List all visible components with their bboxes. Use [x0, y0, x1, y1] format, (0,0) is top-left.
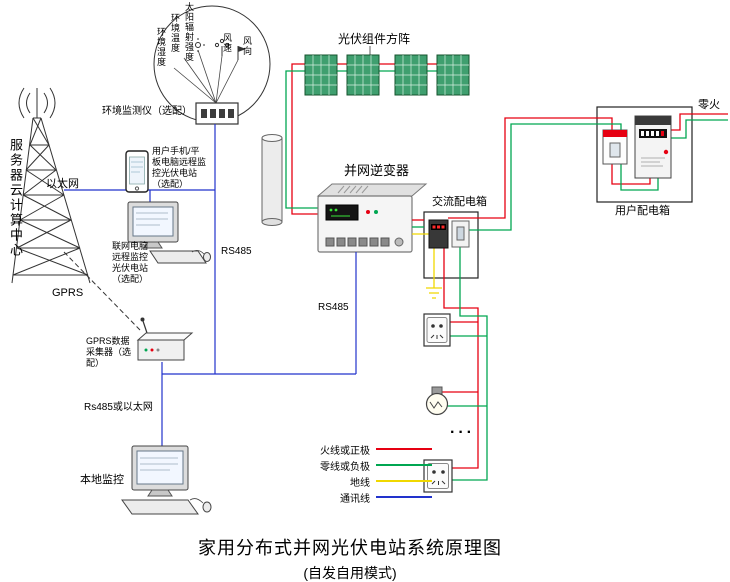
neutral-live-label: 零火 [698, 99, 720, 111]
ac-box-breaker [451, 220, 470, 248]
pv-panel [304, 54, 338, 96]
diagram-title: 家用分布式并网光伏电站系统原理图 (自发自用模式) [140, 534, 560, 582]
inverter-knob [394, 237, 404, 247]
legend-label: 零线或负极 [320, 461, 370, 473]
phone [125, 150, 149, 193]
rs485-or-ethernet-label: Rs485或以太网 [84, 402, 153, 413]
ac-box-meter [428, 219, 449, 249]
legend: 火线或正极 零线或负极 地线 通讯线 [298, 441, 432, 505]
ac-box-label: 交流配电箱 [432, 196, 487, 208]
ethernet-label: 以太网 [46, 178, 79, 190]
gprs-collector-note: GPRS数据采集器（选配） [86, 336, 132, 368]
pv-panel [346, 54, 380, 96]
legend-label: 火线或正极 [320, 445, 370, 457]
sensor-label-wind-direction: 风向 [242, 36, 252, 56]
user-box-label: 用户配电箱 [615, 205, 670, 217]
user-box-breaker [602, 129, 628, 165]
dc-arrester-cylinder [261, 134, 283, 226]
sensor-label-wind-speed: 风速 [222, 33, 232, 53]
wind-vane-icon [237, 46, 246, 60]
light-bulb [425, 386, 449, 416]
legend-item-neutral: 零线或负极 [298, 457, 432, 473]
more-loads-dots: ··· [450, 424, 475, 441]
legend-item-comm: 通讯线 [298, 489, 432, 505]
sun-icon [191, 38, 205, 52]
legend-line-live [376, 448, 432, 450]
sensor-label-humidity: 环境湿度 [156, 27, 166, 67]
sensor-label-temperature: 环境温度 [170, 13, 180, 53]
title-sub: (自发自用模式) [303, 565, 397, 581]
legend-line-neutral [376, 464, 432, 466]
rs485-env-label: RS485 [221, 246, 252, 257]
inverter-label: 并网逆变器 [344, 163, 410, 178]
inverter [316, 183, 428, 253]
pv-panel [394, 54, 428, 96]
legend-item-ground: 地线 [298, 473, 432, 489]
comm-wires [64, 124, 357, 448]
rs485-inverter-label: RS485 [318, 302, 349, 313]
sensor-label-radiation: 太阳辐射强度 [184, 2, 194, 62]
pv-panel [436, 54, 470, 96]
env-monitor-label: 环境监测仪（选配） [102, 106, 192, 117]
env-monitor-box [195, 102, 239, 125]
legend-label: 通讯线 [340, 493, 370, 505]
local-pc [121, 445, 212, 515]
legend-label: 地线 [350, 477, 370, 489]
inverter-connectors [325, 237, 390, 247]
server-center-label: 服务器云计算中心 [8, 138, 23, 258]
local-monitor-label: 本地监控 [80, 474, 124, 486]
sensor-fan-lines [173, 49, 239, 104]
legend-line-ground [376, 480, 432, 482]
outlet [423, 313, 451, 347]
inverter-display [325, 204, 359, 221]
server-tower [11, 87, 91, 284]
inverter-vents [337, 185, 369, 194]
legend-line-comm [376, 496, 432, 498]
user-box-energy-meter [634, 115, 672, 179]
power-wires [412, 113, 728, 481]
title-main: 家用分布式并网光伏电站系统原理图 [198, 538, 502, 558]
env-monitor-station [153, 5, 271, 125]
ground-symbol [426, 287, 442, 299]
pv-array [304, 54, 470, 96]
pv-array-label: 光伏组件方阵 [338, 32, 411, 46]
gprs-label: GPRS [52, 287, 84, 299]
networked-pc [127, 201, 211, 264]
inverter-led-green [374, 210, 378, 214]
inverter-led-red [366, 210, 370, 214]
phone-note: 用户手机/平板电脑远程监控光伏电站（选配） [152, 146, 207, 189]
gprs-wireless-link [63, 251, 141, 331]
gprs-collector [136, 317, 194, 361]
pc-note: 联网电脑远程监控光伏电站（选配） [112, 241, 149, 284]
legend-item-live: 火线或正极 [298, 441, 432, 457]
anemometer-icon [214, 38, 230, 56]
